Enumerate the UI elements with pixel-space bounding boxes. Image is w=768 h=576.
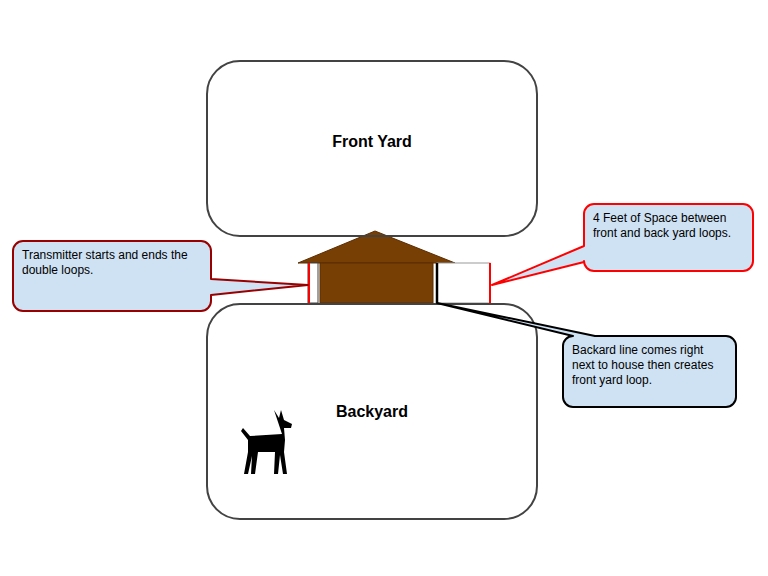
callout-outline bbox=[437, 303, 736, 407]
transmitter-line bbox=[308, 263, 310, 303]
callout-box: Transmitter starts and ends the double l… bbox=[12, 240, 212, 312]
callout-text: 4 Feet of Space between front and back y… bbox=[593, 211, 744, 241]
yard-region: Front Yard bbox=[206, 60, 538, 237]
callout-text: Backard line comes right next to house t… bbox=[572, 343, 727, 388]
callout-text: Transmitter starts and ends the double l… bbox=[22, 248, 202, 278]
yard-label: Backyard bbox=[336, 403, 408, 421]
house-body bbox=[320, 263, 433, 303]
backyard-line bbox=[436, 263, 439, 303]
right-gap bbox=[437, 263, 490, 303]
yard-label: Front Yard bbox=[332, 133, 412, 151]
callout-outline bbox=[492, 204, 753, 285]
yard-region: Backyard bbox=[206, 303, 538, 520]
spacing-line bbox=[489, 263, 491, 303]
callout-box: Backard line comes right next to house t… bbox=[562, 335, 737, 408]
dog-silhouette bbox=[241, 410, 292, 474]
callout-outline bbox=[13, 241, 308, 311]
callout-box: 4 Feet of Space between front and back y… bbox=[583, 203, 754, 272]
left-gap bbox=[308, 263, 318, 303]
